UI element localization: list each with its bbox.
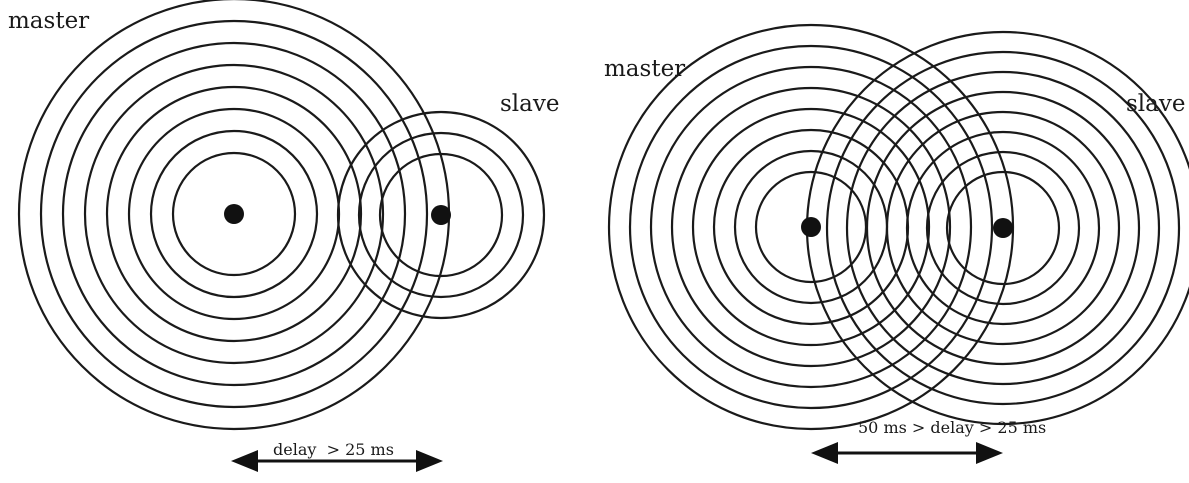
left-delay-label: delay > 25 ms <box>273 440 394 459</box>
left-master-source-dot <box>224 204 244 224</box>
right-delay-label: 50 ms > delay > 25 ms <box>858 418 1046 437</box>
right-slave-ring-6 <box>845 70 1161 386</box>
right-master-ring-8 <box>607 23 1015 431</box>
left-master-ring-2 <box>149 129 319 299</box>
left-slave-rings <box>336 110 546 320</box>
panel-left: master slave delay > 25 ms <box>8 0 559 472</box>
left-delay-arrow-head-left <box>231 450 258 472</box>
right-slave-ring-4 <box>885 110 1121 346</box>
right-slave-ring-7 <box>825 50 1181 406</box>
left-slave-ring-1 <box>378 152 504 278</box>
left-slave-source-dot <box>431 205 451 225</box>
right-delay-arrow-head-left <box>811 442 838 464</box>
left-delay-arrow-head-right <box>416 450 443 472</box>
right-master-source-dot <box>801 217 821 237</box>
right-master-rings <box>607 23 1015 431</box>
right-master-ring-4 <box>691 107 931 347</box>
right-master-ring-7 <box>628 44 994 410</box>
right-slave-ring-5 <box>865 90 1141 366</box>
left-slave-ring-3 <box>336 110 546 320</box>
left-master-ring-7 <box>39 19 429 409</box>
left-delay-arrow <box>231 450 443 472</box>
right-slave-ring-3 <box>905 130 1101 326</box>
right-master-ring-6 <box>649 65 973 389</box>
left-slave-ring-2 <box>357 131 525 299</box>
right-slave-source-dot <box>993 218 1013 238</box>
left-master-label: master <box>8 8 89 34</box>
left-master-ring-1 <box>171 151 297 277</box>
left-master-ring-5 <box>83 63 385 365</box>
right-slave-ring-2 <box>925 150 1081 306</box>
left-master-ring-6 <box>61 41 407 387</box>
right-delay-arrow <box>811 442 1003 464</box>
right-master-label: master <box>604 56 685 82</box>
right-master-ring-5 <box>670 86 952 368</box>
left-master-ring-4 <box>105 85 363 343</box>
panel-right: master slave 50 ms > delay > 25 ms <box>604 23 1189 464</box>
right-slave-ring-1 <box>945 170 1061 286</box>
left-slave-label: slave <box>500 91 559 117</box>
right-slave-label: slave <box>1126 91 1185 117</box>
right-delay-arrow-head-right <box>976 442 1003 464</box>
